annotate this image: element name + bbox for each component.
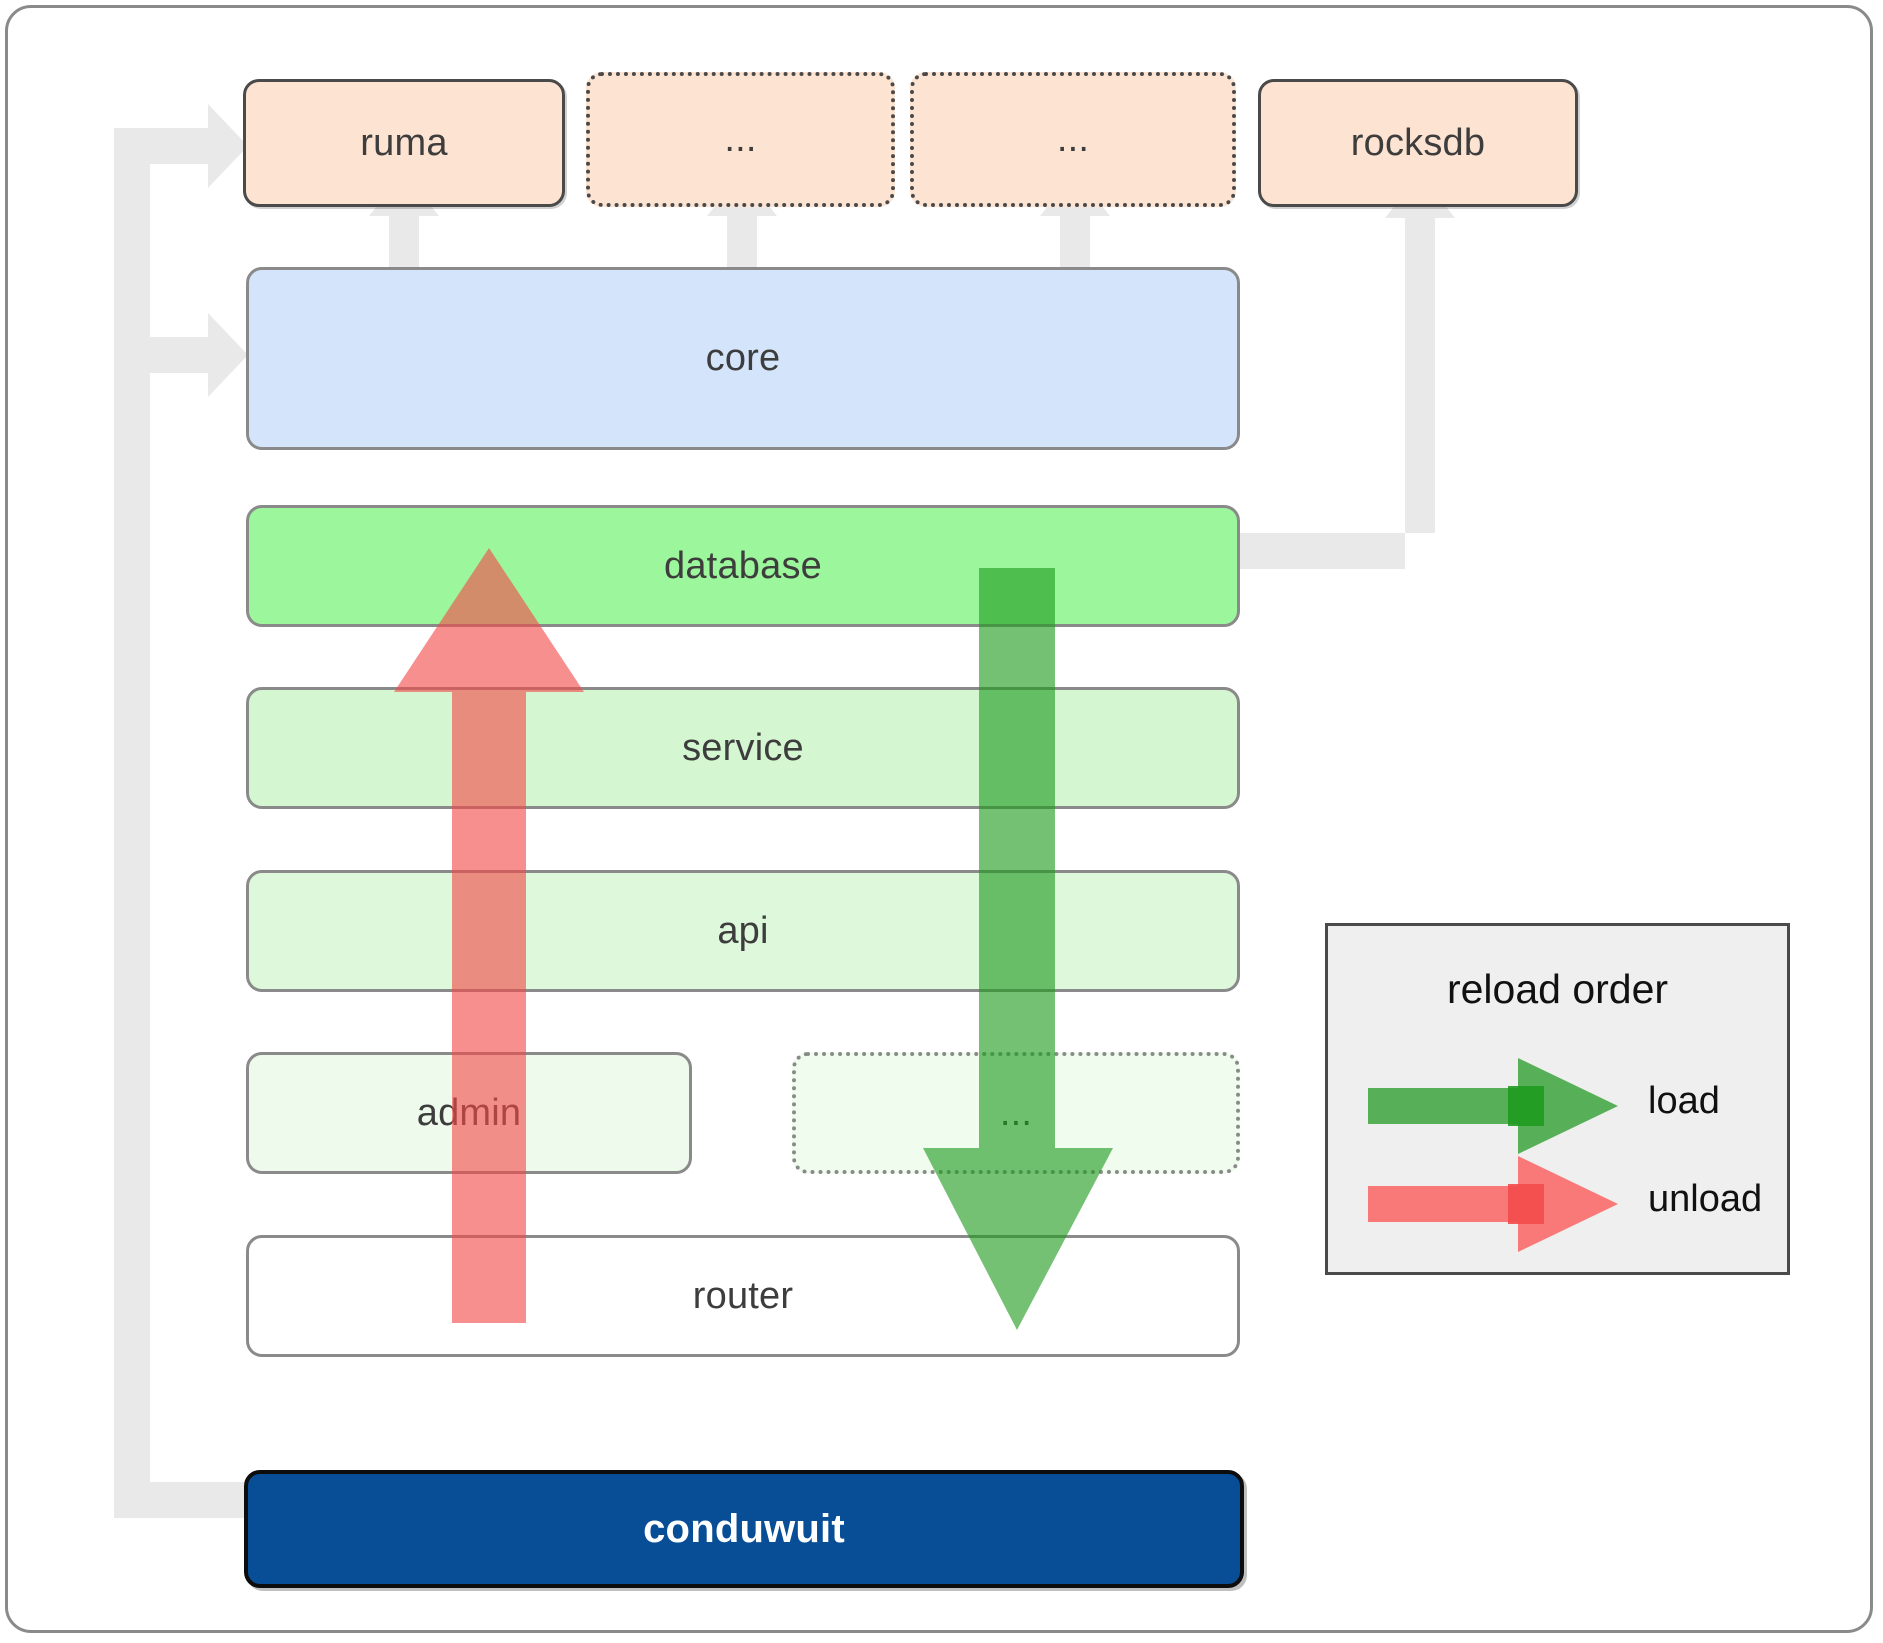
- layer-box-api[interactable]: api: [246, 870, 1240, 992]
- crate-label-etc1: ...: [724, 118, 757, 160]
- legend-label-unload: unload: [1648, 1178, 1763, 1220]
- layer-box-database[interactable]: database: [246, 505, 1240, 627]
- legend-row-unload: unload: [1328, 1156, 1787, 1252]
- layer-box-router[interactable]: router: [246, 1235, 1240, 1357]
- crate-label-etc2: ...: [1056, 118, 1090, 160]
- crate-label-rocksdb: rocksdb: [1350, 121, 1486, 164]
- legend-title: reload order: [1446, 966, 1669, 1012]
- crate-box-etc1[interactable]: ...: [586, 72, 895, 207]
- app-box-conduwuit[interactable]: conduwuit: [244, 1470, 1244, 1588]
- crate-box-ruma[interactable]: ruma: [243, 79, 565, 207]
- layer-label-admin: admin: [416, 1091, 522, 1134]
- layer-label-api: api: [717, 909, 769, 952]
- layer-box-admin[interactable]: admin: [246, 1052, 692, 1174]
- layer-label-core: core: [705, 337, 781, 379]
- crate-label-ruma: ruma: [360, 121, 448, 164]
- layer-label-etc3: ...: [999, 1091, 1033, 1134]
- crate-box-etc2[interactable]: ...: [910, 72, 1236, 207]
- crate-box-rocksdb[interactable]: rocksdb: [1258, 79, 1578, 207]
- legend-row-load: load: [1328, 1058, 1787, 1154]
- load-arrow-icon: [1368, 1058, 1618, 1154]
- layer-box-etc3[interactable]: ...: [792, 1052, 1240, 1174]
- app-label-conduwuit: conduwuit: [643, 1506, 845, 1551]
- layer-label-service: service: [682, 726, 804, 769]
- layer-box-service[interactable]: service: [246, 687, 1240, 809]
- legend-box: reload order load unload: [1325, 923, 1790, 1275]
- layer-box-core[interactable]: core: [246, 267, 1240, 450]
- layer-label-router: router: [692, 1274, 794, 1317]
- legend-label-load: load: [1648, 1080, 1720, 1122]
- unload-arrow-icon: [1368, 1156, 1618, 1252]
- layer-label-database: database: [664, 544, 822, 587]
